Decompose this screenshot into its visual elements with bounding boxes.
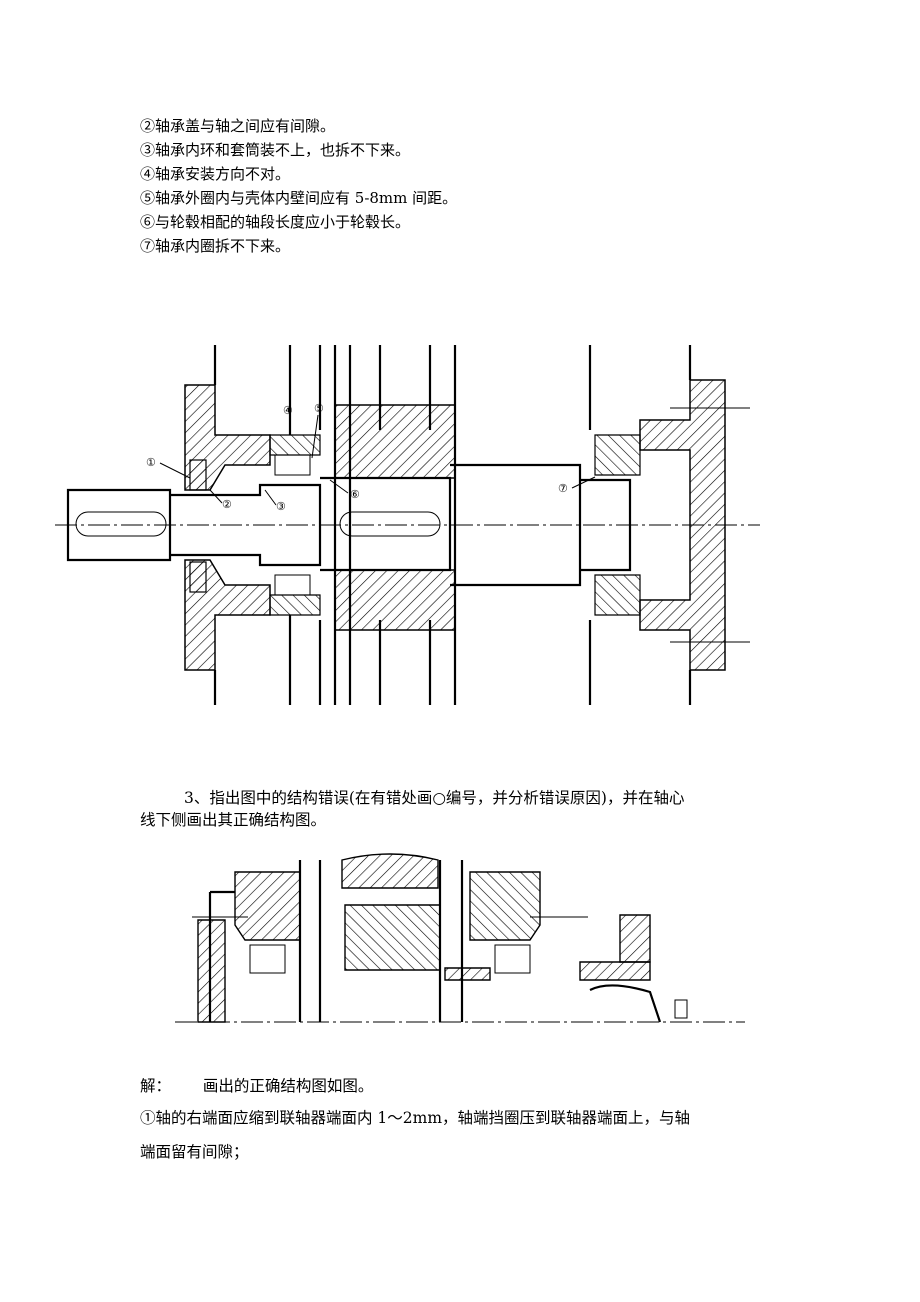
error-item-5: ⑤轴承外圈内与壳体内壁间应有 5-8mm 间距。 — [140, 189, 458, 207]
callout-4: ④ — [283, 404, 293, 417]
callout-5: ⑤ — [314, 402, 324, 415]
callout-1: ① — [146, 456, 156, 469]
error-item-4: ④轴承安装方向不对。 — [140, 165, 291, 183]
callout-6: ⑥ — [350, 488, 360, 501]
error-item-3: ③轴承内环和套筒装不上，也拆不下来。 — [140, 141, 411, 159]
shaft-assembly-drawing: ① ② ③ ④ ⑤ ⑥ ⑦ — [55, 345, 760, 705]
question-line-1: 3、指出图中的结构错误(在有错处画○编号，并分析错误原因)，并在轴心 — [184, 789, 685, 807]
error-item-7: ⑦轴承内圈拆不下来。 — [140, 237, 291, 255]
callout-7: ⑦ — [558, 482, 568, 495]
answer-item-1-line-1: ①轴的右端面应缩到联轴器端面内 1～2mm，轴端挡圈压到联轴器端面上，与轴 — [140, 1109, 691, 1127]
error-item-6: ⑥与轮毂相配的轴段长度应小于轮毂长。 — [140, 213, 411, 231]
bearing-assembly-drawing — [175, 853, 745, 1023]
answer-prefix: 解： — [140, 1077, 172, 1095]
answer-label: 解： 画出的正确结构图如图。 — [140, 1074, 373, 1096]
callout-2: ② — [222, 498, 232, 511]
question-line-2: 线下侧画出其正确结构图。 — [140, 811, 327, 829]
callout-3: ③ — [276, 500, 286, 513]
answer-intro: 画出的正确结构图如图。 — [202, 1077, 374, 1095]
answer-item-1-line-2: 端面留有间隙； — [140, 1143, 249, 1161]
error-item-2: ②轴承盖与轴之间应有间隙。 — [140, 117, 336, 135]
